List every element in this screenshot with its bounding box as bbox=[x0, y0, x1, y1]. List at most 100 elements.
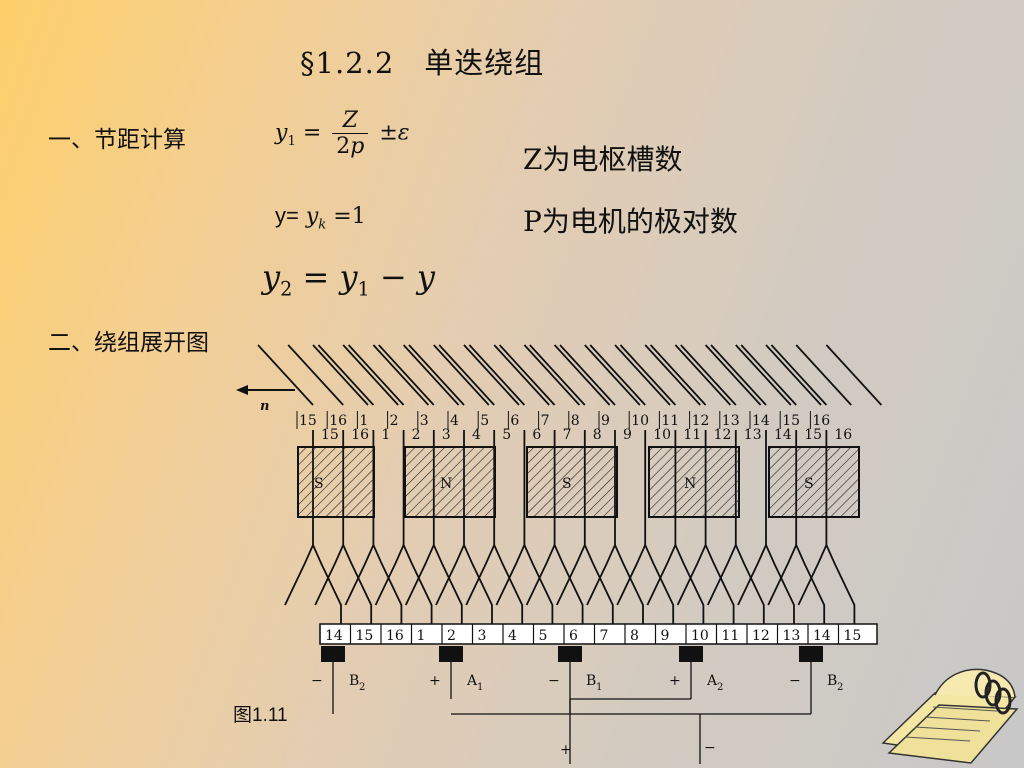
slot-label-bottom: 5 bbox=[502, 427, 511, 443]
svg-text:1: 1 bbox=[596, 682, 602, 693]
svg-text:−: − bbox=[311, 673, 323, 689]
pole-label: N bbox=[684, 476, 696, 492]
coil-upper-diagonal bbox=[317, 344, 375, 406]
coil-lower-lead bbox=[825, 544, 856, 631]
pole-s: S bbox=[526, 446, 618, 518]
coil-lower-lead bbox=[674, 544, 705, 631]
coil-upper-diagonal-back bbox=[614, 344, 671, 406]
pole-s: S bbox=[297, 446, 375, 518]
coil-upper-diagonal bbox=[287, 344, 344, 406]
coil-lower-lead bbox=[553, 544, 584, 631]
coil-lower-lead-back bbox=[284, 544, 314, 606]
slot-label-bottom: 8 bbox=[593, 427, 602, 443]
coil-lower-lead-back bbox=[465, 544, 496, 606]
coil-upper-diagonal bbox=[710, 344, 767, 406]
notebook-clipart-icon bbox=[881, 668, 1019, 764]
coil-upper-diagonal-back bbox=[553, 344, 611, 406]
slot-label-top: 2 bbox=[390, 413, 399, 429]
coil-upper-diagonal bbox=[619, 344, 677, 406]
slot-label-top: 14 bbox=[752, 413, 770, 429]
coil-lower-lead-back bbox=[616, 544, 647, 606]
coil-lower-lead-back bbox=[676, 544, 707, 606]
coil-lower-lead-back bbox=[555, 544, 586, 606]
coil-lower-lead bbox=[644, 544, 675, 631]
slot-label-top: 10 bbox=[631, 413, 649, 429]
slot-label-top: 12 bbox=[692, 413, 710, 429]
coil-upper-diagonal bbox=[257, 344, 314, 406]
coil-lower-lead-back bbox=[525, 544, 556, 606]
svg-text:B: B bbox=[349, 673, 359, 689]
slot-label-bottom: 12 bbox=[714, 427, 732, 443]
coil-lower-lead-back bbox=[737, 544, 767, 606]
svg-text:B: B bbox=[586, 673, 596, 689]
coil-upper-diagonal-back bbox=[342, 344, 399, 406]
slot-label-bottom: 6 bbox=[532, 427, 541, 443]
coil-upper-diagonal-back bbox=[402, 344, 460, 406]
slot-label-top: 7 bbox=[541, 413, 550, 429]
coil-upper-diagonal-back bbox=[493, 344, 550, 406]
slot-label-bottom: 11 bbox=[683, 427, 701, 443]
commutator-segment: 15 bbox=[356, 628, 374, 644]
coil-upper-diagonal-back bbox=[372, 344, 430, 406]
slot-label-top: 15 bbox=[299, 413, 317, 429]
commutator-segment: 8 bbox=[630, 628, 639, 644]
coil-upper-diagonal bbox=[468, 344, 526, 406]
formula-y2: y2 = y1 − y bbox=[262, 258, 435, 301]
coil-lower-lead-back bbox=[344, 544, 375, 606]
slot-label-top: 4 bbox=[450, 413, 459, 429]
formula-y-yk: y= yk =1 bbox=[275, 203, 366, 233]
slot-label-top: 1 bbox=[359, 413, 368, 429]
commutator-segment: 11 bbox=[722, 628, 740, 644]
rotation-label: n bbox=[260, 399, 269, 414]
coil-upper-diagonal-back bbox=[523, 344, 581, 406]
formula-y1: y1 = Z 2p ±ε bbox=[275, 108, 410, 159]
coil-upper-diagonal-back bbox=[704, 344, 762, 406]
rotation-arrow: n bbox=[236, 385, 295, 414]
coil-upper-diagonal bbox=[559, 344, 616, 406]
slot-label-bottom: 3 bbox=[442, 427, 451, 443]
svg-text:−: − bbox=[548, 673, 560, 689]
pole-n: N bbox=[404, 446, 496, 518]
slot-label-bottom: 16 bbox=[834, 427, 852, 443]
coil-lower-lead bbox=[432, 544, 463, 631]
commutator-segment: 12 bbox=[752, 628, 770, 644]
slide-title: §1.2.2 单迭绕组 bbox=[300, 46, 545, 80]
commutator-segment: 9 bbox=[661, 628, 670, 644]
svg-text:A: A bbox=[706, 673, 718, 689]
commutator-segment: 5 bbox=[539, 628, 548, 644]
arrow-left-icon bbox=[236, 385, 248, 395]
coil-lower-lead bbox=[372, 544, 403, 631]
commutator-segment: 3 bbox=[478, 628, 487, 644]
coil-lower-lead-back bbox=[767, 544, 798, 606]
section-pitch-calc: 一、节距计算 bbox=[48, 127, 186, 153]
commutator-segment: 10 bbox=[691, 628, 709, 644]
coil-upper-diagonal bbox=[378, 344, 435, 406]
slot-label-bottom: 16 bbox=[351, 427, 369, 443]
coil-upper-diagonal bbox=[438, 344, 495, 406]
coil-lower-lead bbox=[523, 544, 554, 631]
coil-upper-diagonal-back bbox=[644, 344, 701, 406]
coil-upper-diagonal bbox=[498, 344, 556, 406]
coil-lower-lead-back bbox=[586, 544, 616, 606]
coil-lower-lead-back bbox=[435, 544, 465, 606]
commutator-segment: 1 bbox=[417, 628, 426, 644]
svg-text:A: A bbox=[466, 673, 478, 689]
coil-upper-diagonal-back bbox=[312, 344, 369, 406]
slot-label-top: 9 bbox=[601, 413, 610, 429]
coil-upper-diagonal-back bbox=[433, 344, 490, 406]
commutator-segment: 15 bbox=[844, 628, 862, 644]
commutator-segment: 13 bbox=[783, 628, 801, 644]
coil-upper-diagonal-back bbox=[463, 344, 520, 406]
pole-label: S bbox=[314, 476, 324, 492]
note-slot-count: Z为电枢槽数 bbox=[523, 143, 683, 176]
slot-label-top: 16 bbox=[329, 413, 347, 429]
commutator-segment: 14 bbox=[325, 628, 343, 644]
commutator-segment: 2 bbox=[447, 628, 456, 644]
coil-lower-lead-back bbox=[314, 544, 345, 606]
